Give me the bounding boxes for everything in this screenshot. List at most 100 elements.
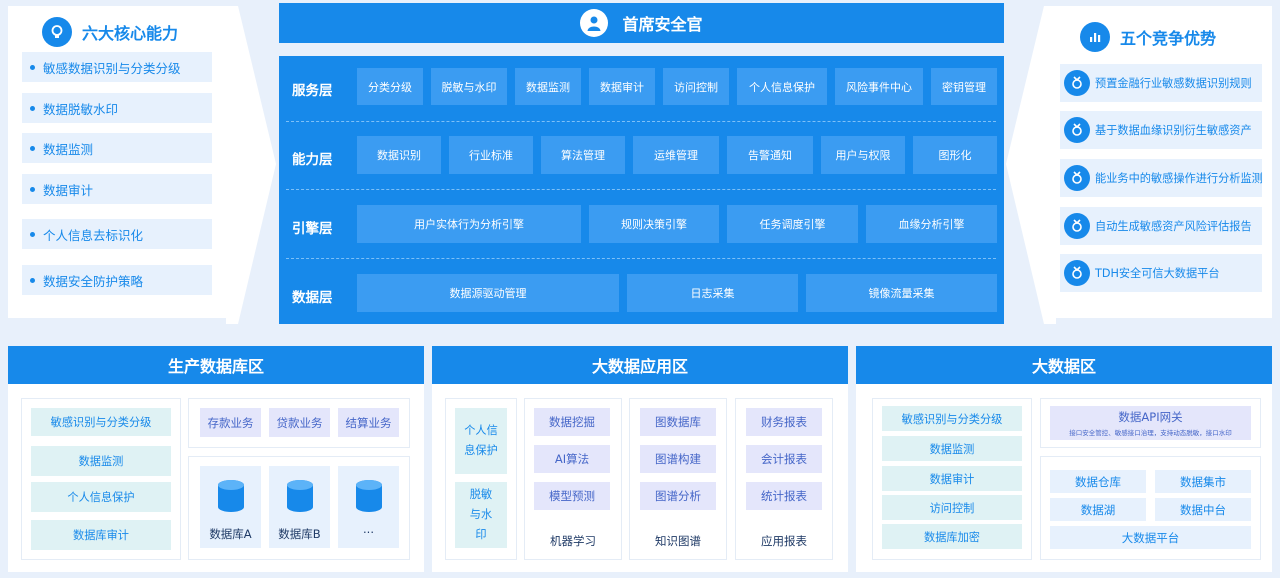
production-db-title: 生产数据库区 [8,346,424,384]
core-item-4: 个人信息去标识化 [22,219,212,249]
core-capabilities-title: 六大核心能力 [42,17,178,47]
database-card-b: 数据库B [269,466,330,548]
engine-item-0: 用户实体行为分析引擎 [357,205,581,243]
advantage-item-1: 基于数据血缘识别衍生敏感资产 [1060,111,1262,149]
advantage-item-3: 自动生成敏感资产风险评估报告 [1060,207,1262,245]
data-item-0: 数据源驱动管理 [357,274,619,312]
lightbulb-icon [42,17,72,47]
platform-grid-item-1: 数据集市 [1155,470,1251,493]
engine-item-1: 规则决策引擎 [589,205,719,243]
bigdata-feature-2: 数据审计 [882,466,1022,491]
prod-feature-2: 个人信息保护 [31,482,171,512]
data-item-2: 镜像流量采集 [806,274,997,312]
engine-item-3: 血缘分析引擎 [866,205,997,243]
capability-item-3: 运维管理 [633,136,719,174]
platform-grid-item-2: 数据湖 [1050,498,1146,521]
bigdata-feature-3: 访问控制 [882,495,1022,520]
platform-grid-item-0: 数据仓库 [1050,470,1146,493]
engine-layer-label: 引擎层 [292,221,333,237]
service-item-6: 风险事件中心 [835,68,923,105]
layer-divider [286,121,996,122]
database-label: ... [363,522,374,536]
prod-feature-0: 敏感识别与分类分级 [31,408,171,436]
database-icon [286,480,313,512]
bar-chart-icon [1080,22,1110,52]
bigdata-feature-0: 敏感识别与分类分级 [882,406,1022,431]
bigdata-feature-4: 数据库加密 [882,524,1022,549]
medal-icon [1064,260,1090,286]
advantage-item-0: 预置金融行业敏感数据识别规则 [1060,64,1262,102]
medal-icon [1064,213,1090,239]
kg-caption: 知识图谱 [655,534,701,548]
bigdata-platform-box: 大数据平台 [1050,526,1251,549]
service-item-5: 个人信息保护 [737,68,827,105]
layer-divider [286,258,996,259]
ml-item-2: 模型预测 [534,482,610,510]
service-item-3: 数据审计 [589,68,655,105]
platform-grid-item-3: 数据中台 [1155,498,1251,521]
core-item-3: 数据审计 [22,174,212,204]
person-shield-icon [580,9,609,37]
cso-header: 首席安全官 [279,3,1004,43]
report-item-2: 统计报表 [746,482,822,510]
data-item-1: 日志采集 [627,274,798,312]
advantage-item-2: 能业务中的敏感操作进行分析监测 [1060,159,1263,197]
service-item-2: 数据监测 [515,68,581,105]
advantages-title: 五个竞争优势 [1080,22,1216,52]
capability-item-1: 行业标准 [449,136,533,174]
kg-item-0: 图数据库 [640,408,716,436]
database-card-a: 数据库A [200,466,261,548]
bigdata-feature-1: 数据监测 [882,436,1022,461]
core-capabilities-title-text: 六大核心能力 [82,24,179,43]
left-connector-shape [226,6,276,324]
kg-item-1: 图谱构建 [640,445,716,473]
bigdata-app-title: 大数据应用区 [432,346,848,384]
capability-item-4: 告警通知 [727,136,813,174]
medal-icon [1064,165,1090,191]
core-item-1: 数据脱敏水印 [22,93,212,123]
database-label: 数据库A [209,527,252,541]
medal-icon [1064,117,1090,143]
report-item-0: 财务报表 [746,408,822,436]
cso-title: 首席安全官 [622,15,703,34]
core-item-0: 敏感数据识别与分类分级 [22,52,212,82]
api-gateway-subtitle: 接口安全管控、敏感接口治理，支持动态脱敏，接口水印 [1069,429,1232,437]
business-item-1: 贷款业务 [269,408,330,437]
ml-item-0: 数据挖掘 [534,408,610,436]
capability-item-6: 图形化 [913,136,997,174]
advantages-title-text: 五个竞争优势 [1120,29,1217,48]
right-connector-shape [1006,6,1056,324]
report-item-1: 会计报表 [746,445,822,473]
capability-layer-label: 能力层 [292,152,333,168]
database-icon [217,480,244,512]
api-gateway-box: 数据API网关 接口安全管控、敏感接口治理，支持动态脱敏，接口水印 [1050,406,1251,440]
layer-divider [286,189,996,190]
ml-caption: 机器学习 [550,534,596,548]
data-layer-label: 数据层 [292,290,333,306]
core-item-5: 数据安全防护策略 [22,265,212,295]
prod-feature-3: 数据库审计 [31,520,171,550]
prod-feature-1: 数据监测 [31,446,171,476]
advantage-item-4: TDH安全可信大数据平台 [1060,254,1262,292]
capability-item-5: 用户与权限 [821,136,905,174]
business-item-2: 结算业务 [338,408,399,437]
kg-item-2: 图谱分析 [640,482,716,510]
bigdata-title: 大数据区 [856,346,1272,384]
medal-icon [1064,70,1090,96]
service-item-4: 访问控制 [663,68,729,105]
api-gateway-title: 数据API网关 [1118,410,1183,424]
engine-item-2: 任务调度引擎 [727,205,858,243]
report-caption: 应用报表 [761,534,807,548]
app-left-item-0: 个人信息保护 [455,408,507,474]
service-item-1: 脱敏与水印 [431,68,507,105]
ml-item-1: AI算法 [534,445,610,473]
app-left-item-1: 脱敏与水印 [455,482,507,548]
database-icon [355,480,382,512]
service-layer-label: 服务层 [292,83,333,99]
database-card-more: ... [338,466,399,548]
capability-item-0: 数据识别 [357,136,441,174]
service-item-0: 分类分级 [357,68,423,105]
database-label: 数据库B [278,527,321,541]
core-item-2: 数据监测 [22,133,212,163]
business-item-0: 存款业务 [200,408,261,437]
